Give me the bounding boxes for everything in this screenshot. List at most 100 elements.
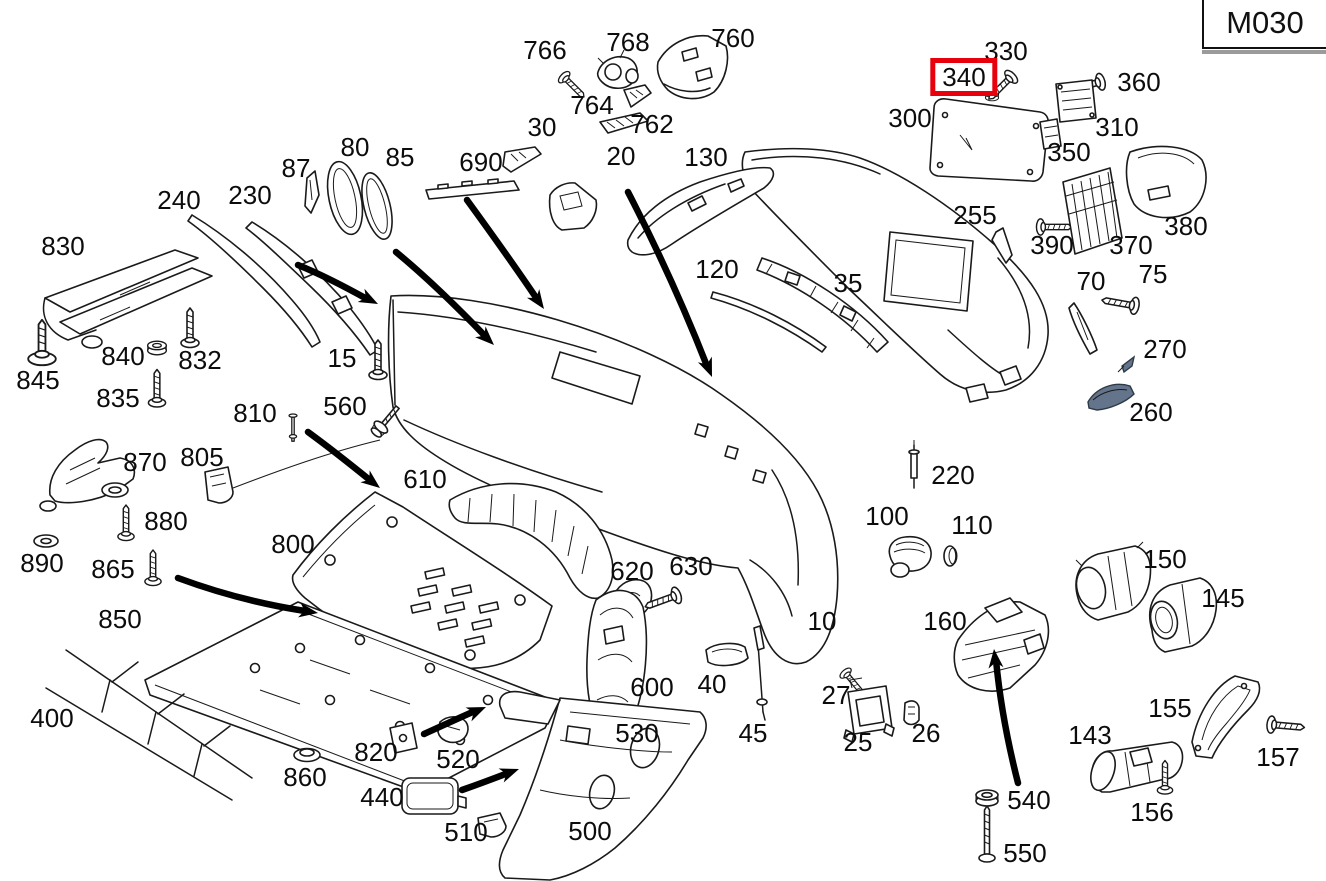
part-label-160[interactable]: 160 bbox=[923, 606, 967, 636]
part-label-520[interactable]: 520 bbox=[436, 744, 480, 774]
part-label-143[interactable]: 143 bbox=[1068, 720, 1112, 750]
part-label-35[interactable]: 35 bbox=[833, 268, 863, 298]
part-label-760[interactable]: 760 bbox=[711, 23, 755, 53]
part-label-865[interactable]: 865 bbox=[91, 554, 135, 584]
clip-26 bbox=[903, 700, 920, 726]
part-label-870[interactable]: 870 bbox=[123, 447, 167, 477]
part-label-390[interactable]: 390 bbox=[1030, 230, 1074, 260]
clip-510 bbox=[477, 812, 507, 838]
part-label-890[interactable]: 890 bbox=[20, 548, 64, 578]
part-label-845[interactable]: 845 bbox=[16, 365, 60, 395]
part-label-255[interactable]: 255 bbox=[953, 200, 997, 230]
part-label-150[interactable]: 150 bbox=[1143, 544, 1187, 574]
trim-sliver-87 bbox=[304, 170, 320, 214]
part-label-400[interactable]: 400 bbox=[30, 703, 74, 733]
part-label-380[interactable]: 380 bbox=[1164, 211, 1208, 241]
part-label-766[interactable]: 766 bbox=[523, 35, 567, 65]
part-label-220[interactable]: 220 bbox=[931, 460, 975, 490]
part-label-600[interactable]: 600 bbox=[630, 672, 674, 702]
part-label-40[interactable]: 40 bbox=[697, 669, 727, 699]
part-label-157[interactable]: 157 bbox=[1256, 742, 1300, 772]
part-label-835[interactable]: 835 bbox=[96, 383, 140, 413]
part-label-805[interactable]: 805 bbox=[180, 442, 224, 472]
part-label-840[interactable]: 840 bbox=[101, 341, 145, 371]
diagram-code-plate: M030 bbox=[1202, 0, 1326, 54]
part-label-30[interactable]: 30 bbox=[527, 112, 557, 142]
clip-820 bbox=[389, 722, 418, 754]
part-label-110[interactable]: 110 bbox=[951, 510, 993, 540]
part-label-530[interactable]: 530 bbox=[615, 718, 659, 748]
part-label-27[interactable]: 27 bbox=[821, 680, 851, 710]
part-label-630[interactable]: 630 bbox=[669, 551, 713, 581]
trim-ring-85 bbox=[361, 172, 393, 240]
part-label-20[interactable]: 20 bbox=[606, 141, 636, 171]
part-label-830[interactable]: 830 bbox=[41, 231, 85, 261]
trim-155 bbox=[1191, 675, 1261, 759]
mount-bracket-500 bbox=[498, 690, 707, 881]
part-label-690[interactable]: 690 bbox=[459, 147, 503, 177]
part-label-800[interactable]: 800 bbox=[271, 529, 315, 559]
tow-bracket-870 bbox=[39, 438, 136, 512]
part-label-130[interactable]: 130 bbox=[684, 142, 728, 172]
part-label-75[interactable]: 75 bbox=[1138, 259, 1168, 289]
part-label-270[interactable]: 270 bbox=[1143, 334, 1187, 364]
part-label-762[interactable]: 762 bbox=[630, 109, 674, 139]
strip-762 bbox=[623, 84, 652, 108]
reinforcement-35 bbox=[756, 257, 889, 353]
part-label-500[interactable]: 500 bbox=[568, 816, 612, 846]
part-label-510[interactable]: 510 bbox=[444, 817, 488, 847]
part-label-860[interactable]: 860 bbox=[283, 762, 327, 792]
plate-bracket-310 bbox=[1055, 79, 1097, 123]
part-label-45[interactable]: 45 bbox=[738, 718, 768, 748]
part-label-145[interactable]: 145 bbox=[1201, 583, 1245, 613]
part-label-25[interactable]: 25 bbox=[843, 727, 873, 757]
part-label-340[interactable]: 340 bbox=[930, 58, 998, 96]
part-label-310[interactable]: 310 bbox=[1095, 112, 1139, 142]
part-label-300[interactable]: 300 bbox=[888, 103, 932, 133]
part-label-240[interactable]: 240 bbox=[157, 185, 201, 215]
spoiler-260 bbox=[1087, 383, 1135, 411]
clip-350 bbox=[1039, 118, 1062, 150]
part-label-768[interactable]: 768 bbox=[606, 27, 650, 57]
part-label-810[interactable]: 810 bbox=[233, 398, 277, 428]
part-label-156[interactable]: 156 bbox=[1130, 797, 1174, 827]
part-label-540[interactable]: 540 bbox=[1007, 785, 1051, 815]
part-label-550[interactable]: 550 bbox=[1003, 838, 1047, 868]
bracket-160 bbox=[953, 597, 1050, 692]
part-label-80[interactable]: 80 bbox=[340, 132, 370, 162]
strip-255 bbox=[991, 227, 1013, 264]
part-label-100[interactable]: 100 bbox=[865, 501, 909, 531]
rivet-220-icon bbox=[908, 440, 920, 489]
part-label-560[interactable]: 560 bbox=[323, 391, 367, 421]
part-label-764[interactable]: 764 bbox=[570, 90, 614, 120]
part-label-440[interactable]: 440 bbox=[360, 782, 404, 812]
step-pad-690 bbox=[425, 178, 520, 200]
part-label-370[interactable]: 370 bbox=[1109, 230, 1153, 260]
part-label-70[interactable]: 70 bbox=[1076, 266, 1106, 296]
part-label-15[interactable]: 15 bbox=[327, 343, 357, 373]
direction-arrows bbox=[174, 188, 1022, 794]
part-label-350[interactable]: 350 bbox=[1047, 137, 1091, 167]
part-label-155[interactable]: 155 bbox=[1148, 693, 1192, 723]
bracket-20 bbox=[548, 182, 598, 231]
part-label-260[interactable]: 260 bbox=[1129, 397, 1173, 427]
ring-110 bbox=[943, 545, 958, 567]
part-label-620[interactable]: 620 bbox=[610, 556, 654, 586]
part-label-120[interactable]: 120 bbox=[695, 254, 739, 284]
clip-270 bbox=[1117, 355, 1136, 374]
bracket-760 bbox=[656, 35, 729, 100]
part-label-85[interactable]: 85 bbox=[385, 142, 415, 172]
part-label-610[interactable]: 610 bbox=[403, 464, 447, 494]
rivet-45 bbox=[753, 625, 768, 721]
part-label-26[interactable]: 26 bbox=[911, 718, 941, 748]
part-label-10[interactable]: 10 bbox=[807, 606, 837, 636]
part-label-820[interactable]: 820 bbox=[354, 737, 398, 767]
part-label-850[interactable]: 850 bbox=[98, 604, 142, 634]
part-label-832[interactable]: 832 bbox=[178, 345, 222, 375]
part-label-360[interactable]: 360 bbox=[1117, 67, 1161, 97]
part-label-230[interactable]: 230 bbox=[228, 180, 272, 210]
part-label-880[interactable]: 880 bbox=[144, 506, 188, 536]
part-label-87[interactable]: 87 bbox=[281, 153, 311, 183]
